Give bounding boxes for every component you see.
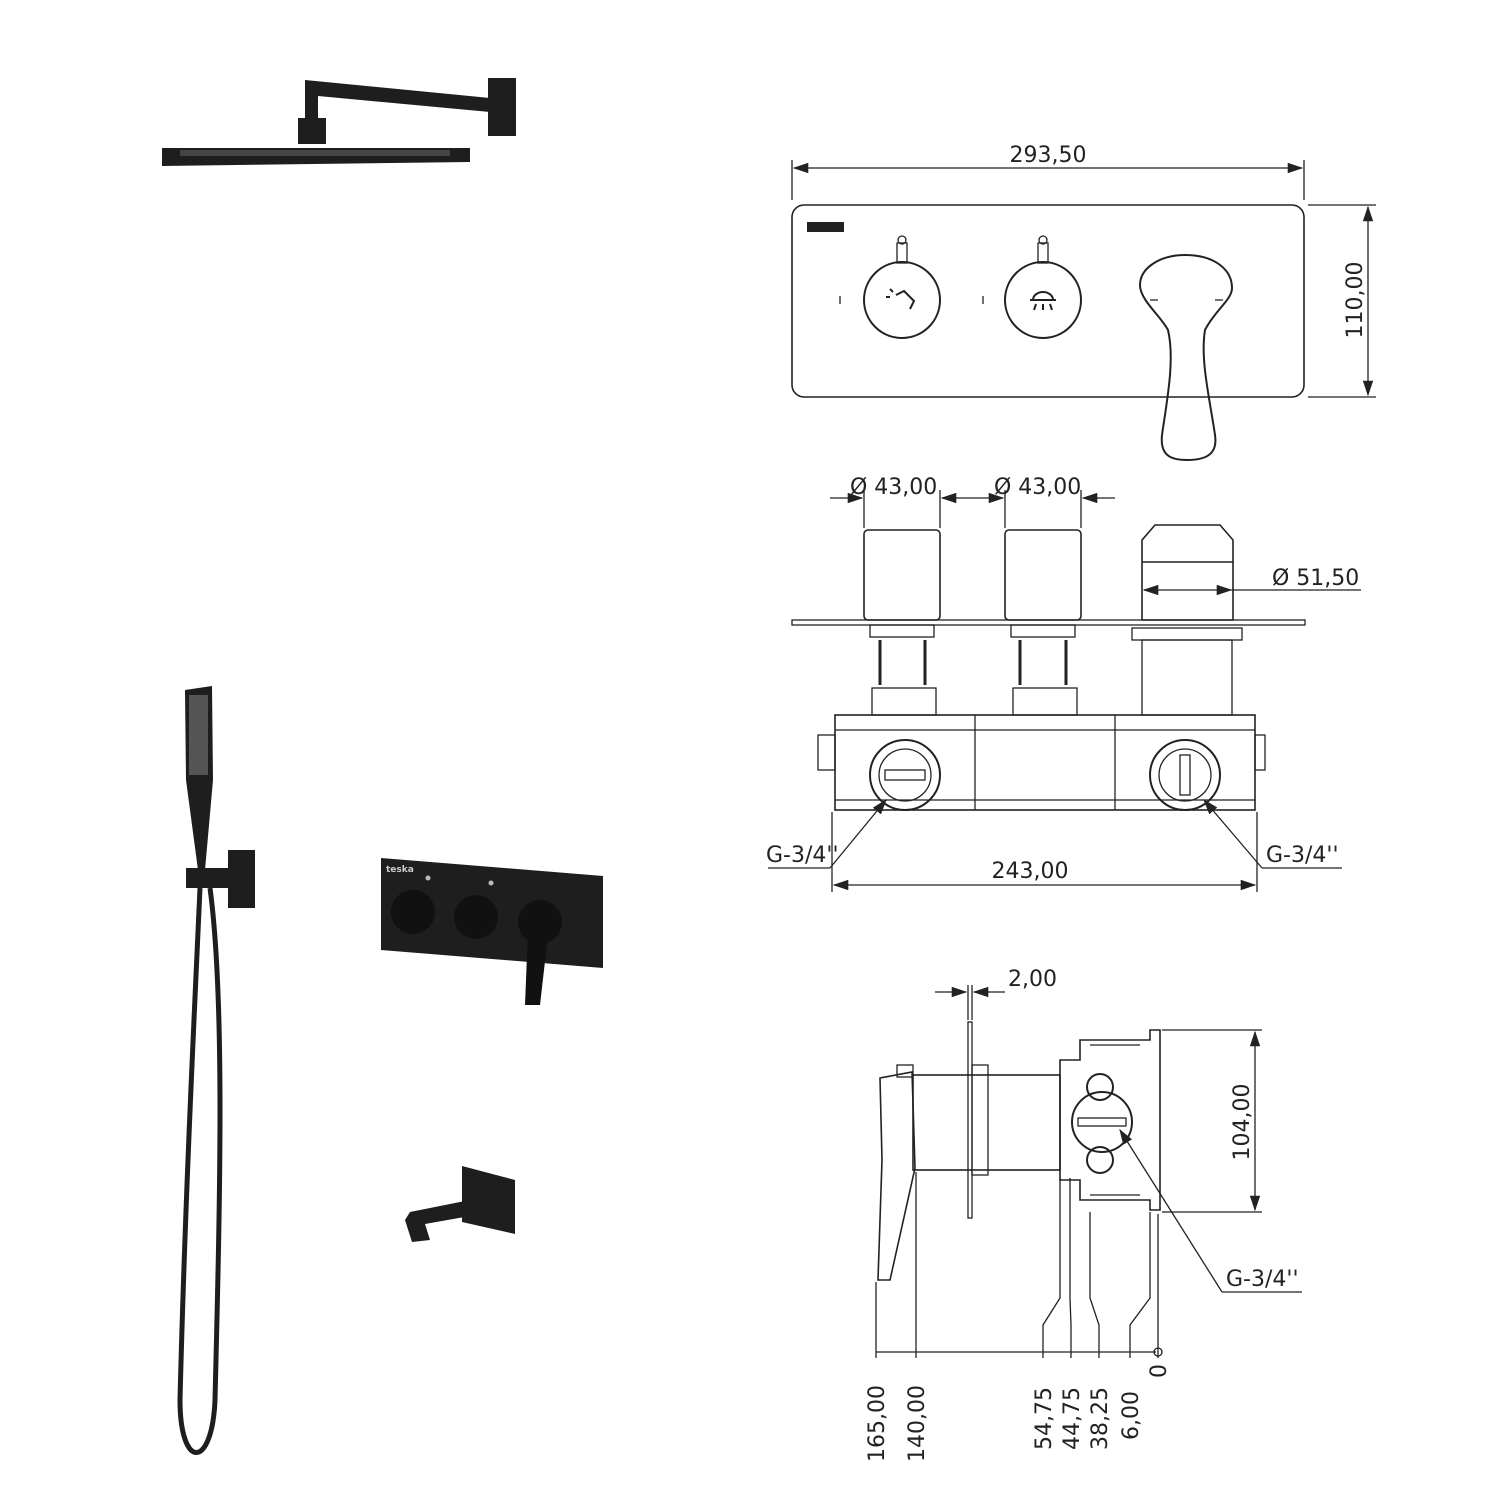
thermostatic-panel: teska [381,858,603,1005]
depth-dim-165: 165,00 [865,1385,890,1462]
bath-spout [405,1166,515,1242]
depth-dimension-chain [875,1172,1163,1358]
side-view: 2,00 104,00 G-3/4'' 165,00 140,00 54,75 … [865,967,1302,1462]
depth-dim-54-75: 54,75 [1032,1387,1057,1450]
depth-dim-0: 0 [1147,1364,1172,1378]
rain-shower-head [162,78,516,166]
plate-thickness-dim: 2,00 [1008,967,1057,992]
panel-logo: teska [386,865,414,875]
depth-dim-38-25: 38,25 [1088,1387,1113,1450]
body-width-dim: 243,00 [992,859,1069,884]
knob2-diameter-dim: Ø 43,00 [994,475,1081,500]
hand-shower-with-holder [177,686,255,1455]
side-connection-label: G-3/4'' [1226,1267,1299,1292]
depth-dim-140: 140,00 [905,1385,930,1462]
connection-right-label: G-3/4'' [1266,843,1339,868]
front-height-dim: 110,00 [1343,262,1368,339]
lever-diameter-dim: Ø 51,50 [1272,566,1359,591]
connection-left-label: G-3/4'' [766,843,839,868]
front-view: 293,50 110,00 [791,143,1376,462]
body-height-dim: 104,00 [1230,1084,1255,1161]
front-logo [807,222,844,232]
top-view: Ø 43,00 Ø 43,00 Ø 51,50 G-3/4'' G-3/4'' … [766,475,1361,892]
depth-dim-44-75: 44,75 [1060,1387,1085,1450]
knob1-diameter-dim: Ø 43,00 [850,475,937,500]
hand-shower-icon [886,288,916,310]
front-width-dim: 293,50 [1010,143,1087,168]
rain-shower-icon [1030,291,1056,311]
depth-dim-6: 6,00 [1119,1391,1144,1440]
cartridge-threads [869,624,1078,716]
